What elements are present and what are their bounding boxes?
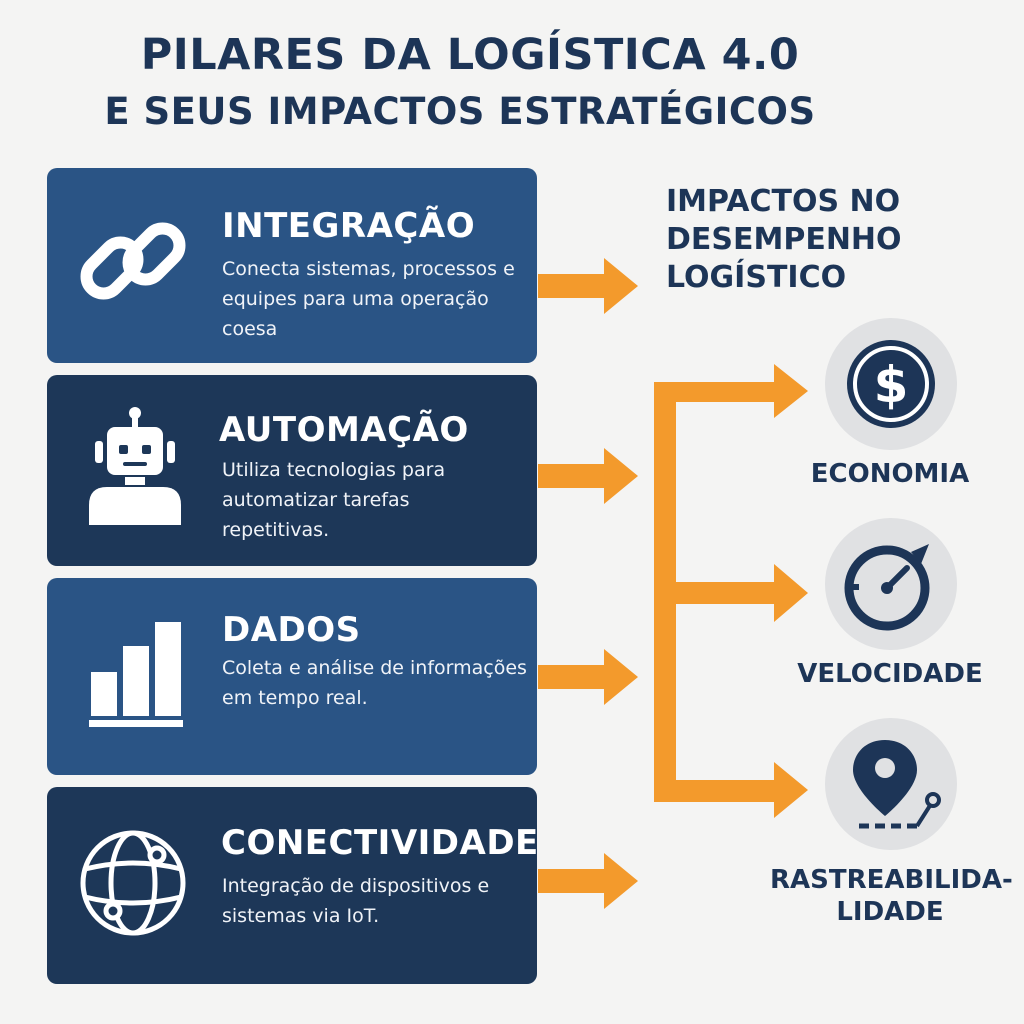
impact-circle-rastreabilidade [825,718,957,850]
bar-chart-icon [89,622,183,727]
arrow-right-icon [538,258,638,314]
arrow-right-icon [654,564,808,622]
impact-label: ECONOMIA [810,459,970,489]
dollar-icon: $ [847,340,935,428]
pillar-description: Utiliza tecnologias para automatizar tar… [222,459,446,541]
page-subtitle: E SEUS IMPACTOS ESTRATÉGICOS [104,90,816,133]
pillar-description: Coleta e análise de informações em tempo… [222,657,527,709]
pillar-description: Conecta sistemas, processos e equipes pa… [222,258,515,340]
arrow-right-icon [538,853,638,909]
pillar-card-automacao: AUTOMAÇÃO Utiliza tecnologias para autom… [47,375,537,566]
pillar-card-dados: DADOS Coleta e análise de informações em… [47,578,537,775]
chain-link-icon [80,222,186,300]
arrow-right-icon [654,762,808,818]
pillar-title: INTEGRAÇÃO [222,206,476,246]
location-pin-icon [853,740,941,829]
pillar-title: CONECTIVIDADE [221,823,539,863]
impact-label: RASTREABILIDA- LIDADE [770,865,1013,927]
stopwatch-icon [844,544,930,631]
impact-circle-velocidade [825,518,957,650]
arrow-right-icon [538,448,638,504]
pillar-title: DADOS [222,610,361,650]
impact-circle-economia: $ [825,318,957,450]
arrow-right-icon [654,364,808,418]
page-title: PILARES DA LOGÍSTICA 4.0 [140,30,800,80]
arrow-right-icon [538,649,638,705]
globe-network-icon [80,830,186,936]
svg-text:$: $ [874,356,909,414]
pillar-description: Integração de dispositivos e sistemas vi… [222,875,490,927]
pillar-card-conectividade: CONECTIVIDADE Integração de dispositivos… [47,787,539,984]
robot-icon [89,407,181,525]
pillar-title: AUTOMAÇÃO [219,410,469,450]
pillar-card-integracao: INTEGRAÇÃO Conecta sistemas, processos e… [47,168,537,363]
impacts-heading: IMPACTOS NO DESEMPENHO LOGÍSTICO [666,184,902,295]
impact-label: VELOCIDADE [797,659,983,689]
